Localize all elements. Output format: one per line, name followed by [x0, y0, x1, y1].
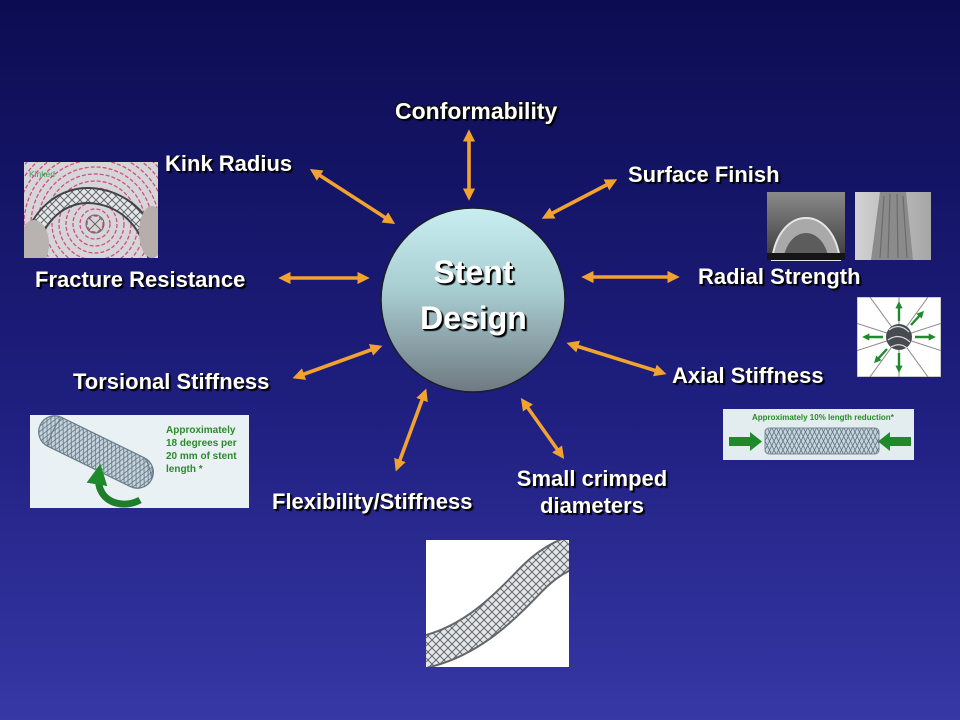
- stent-mesh: [426, 540, 569, 667]
- label-small-crimped-line-2: diameters: [540, 493, 644, 518]
- force-arrow-upright: [910, 310, 924, 326]
- crosshair-circle: [85, 214, 105, 234]
- kink-ring: [79, 208, 111, 240]
- center-title-line-1: Stent: [433, 254, 514, 290]
- sem-right-texture: [879, 193, 908, 259]
- arrow-flexibility-stiffness: [394, 388, 428, 472]
- sem-left-scale-bar: [767, 253, 845, 260]
- left-hand: [24, 220, 49, 258]
- label-small-crimped-diameters: Small crimped diameters: [496, 465, 688, 519]
- torsional-caption-line-3: 20 mm of stent: [166, 451, 237, 462]
- torsional-stent-edges: [47, 417, 153, 480]
- arrow-axial-stiffness: [566, 340, 667, 377]
- torsional-caption-line-2: 18 degrees per: [166, 438, 237, 449]
- kink-ring: [65, 194, 125, 254]
- torsional-caption-line-4: length *: [166, 464, 203, 475]
- right-hand: [139, 206, 158, 258]
- surface-finish-image-right: [855, 192, 931, 260]
- radial-strength-image: [857, 297, 941, 377]
- label-radial-strength: Radial Strength: [698, 264, 861, 289]
- arrow-small-crimped-diameters: [520, 398, 565, 459]
- label-flexibility-stiffness: Flexibility/Stiffness: [272, 489, 473, 514]
- twist-arrow-icon: [86, 463, 142, 508]
- kinked-caption: Kinked: [29, 169, 55, 179]
- arrow-surface-finish: [541, 179, 618, 219]
- label-fracture-resistance: Fracture Resistance: [35, 267, 246, 292]
- compress-arrow-left-icon: [729, 432, 762, 451]
- torsional-caption-line-1: Approximately: [166, 425, 236, 436]
- radial-stent-mesh: [887, 325, 911, 349]
- torsional-stiffness-image: Approximately 18 degrees per 20 mm of st…: [30, 415, 249, 508]
- kink-ring: [86, 215, 104, 233]
- label-axial-stiffness: Axial Stiffness: [672, 363, 824, 388]
- compress-arrow-right-icon: [878, 432, 911, 451]
- label-kink-radius: Kink Radius: [165, 151, 293, 176]
- label-small-crimped-line-1: Small crimped: [516, 466, 668, 491]
- arrow-kink-radius: [309, 169, 396, 224]
- label-torsional-stiffness: Torsional Stiffness: [73, 369, 270, 394]
- arrow-torsional-stiffness: [292, 344, 383, 380]
- label-surface-finish: Surface Finish: [628, 162, 780, 187]
- axial-caption: Approximately 10% length reduction*: [752, 413, 895, 422]
- center-circle: [380, 207, 566, 393]
- center-title-line-2: Design: [420, 300, 527, 336]
- kink-radius-image: Kinked: [24, 162, 158, 258]
- axial-stiffness-image: Approximately 10% length reduction*: [723, 409, 914, 460]
- crosshair-mark: [88, 217, 102, 231]
- arrows: [278, 129, 680, 472]
- force-arrow-downleft: [874, 348, 888, 364]
- radial-force-arrows: [862, 301, 936, 373]
- axial-stent: [764, 427, 880, 455]
- label-conformability: Conformability: [395, 98, 558, 124]
- center-title: Stent Design: [381, 249, 566, 341]
- crimped-stent-image: [426, 540, 569, 667]
- surface-finish-image-left: [767, 192, 845, 261]
